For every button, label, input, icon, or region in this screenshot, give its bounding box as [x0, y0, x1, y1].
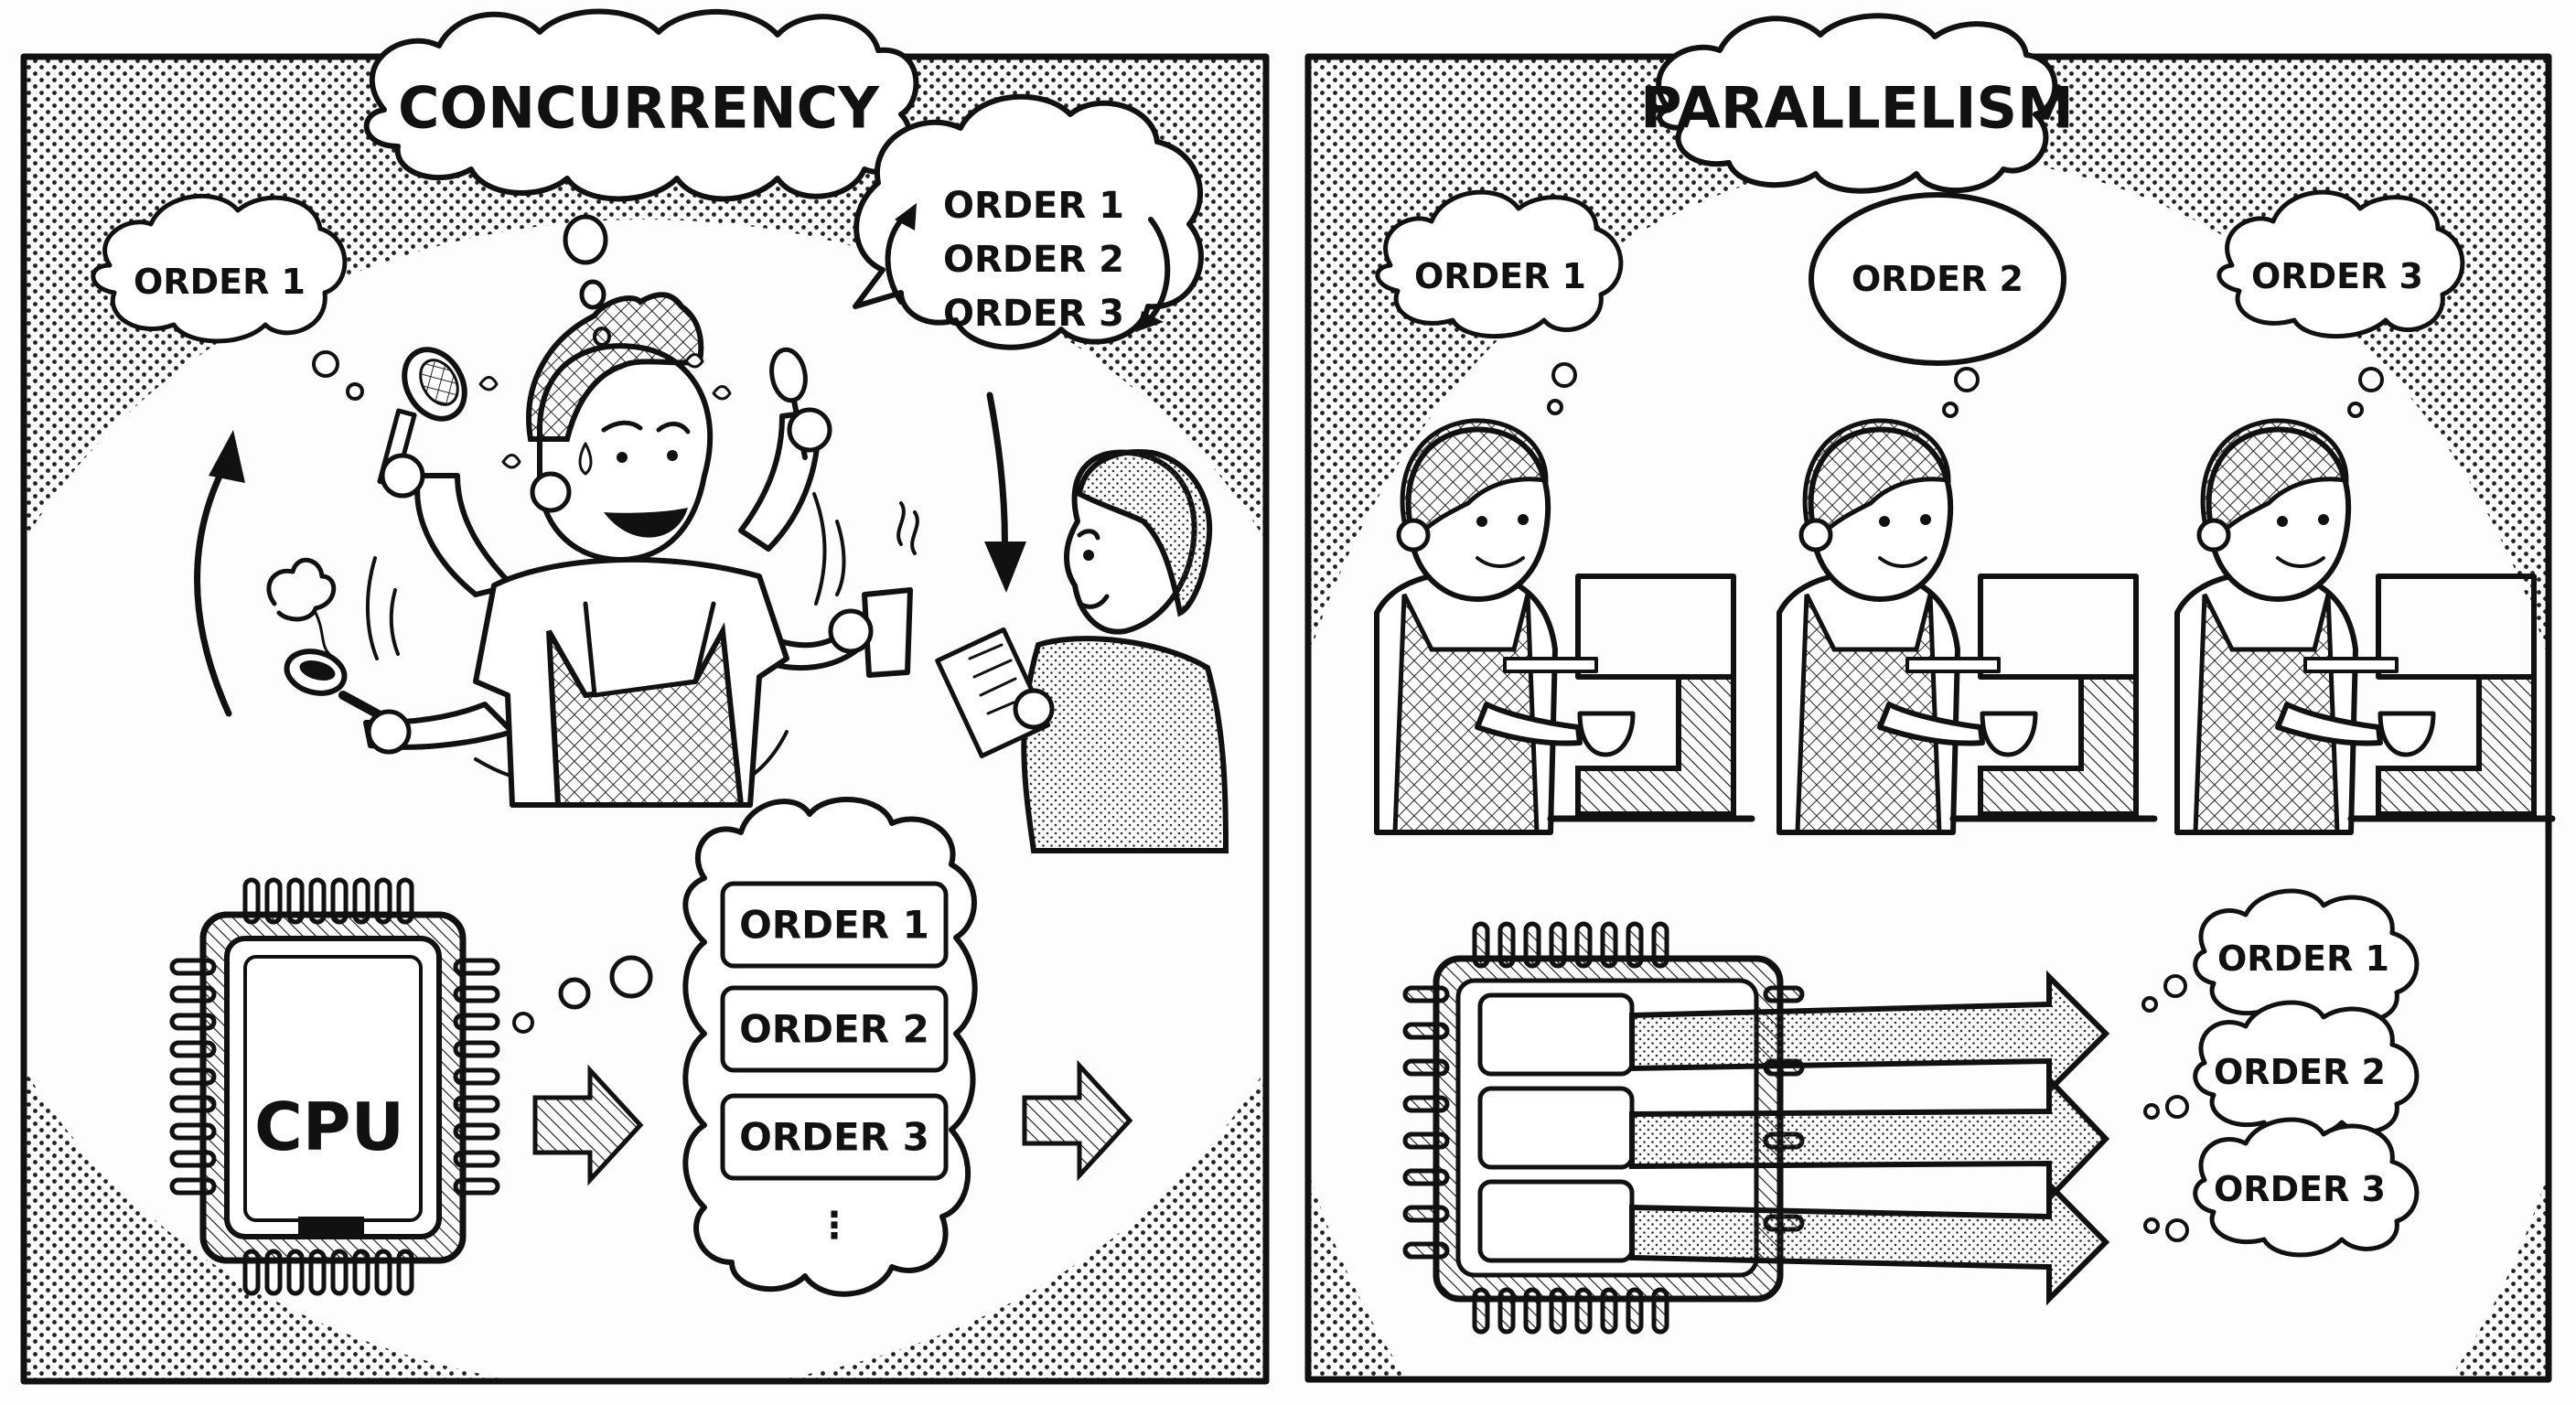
- parallelism-title: PARALLELISM: [1640, 75, 2074, 142]
- portafilter-lower-icon: [284, 649, 412, 755]
- barista-station-3: [2174, 418, 2556, 835]
- juggling-barista: [266, 292, 919, 808]
- barista-thought-cloud-3: ORDER 3: [2216, 189, 2465, 418]
- switch-order-1: ORDER 1: [943, 185, 1124, 227]
- barista-station-2: [1776, 418, 2158, 835]
- cpu-label: CPU: [254, 1089, 404, 1165]
- concurrency-panel: CONCURRENCY ORDER 1 ORDER 1 ORDER 2 ORDE…: [20, 8, 1270, 1385]
- switch-order-3: ORDER 3: [943, 293, 1124, 335]
- cycle-arrow-down-icon: [1138, 311, 1164, 331]
- concurrency-title: CONCURRENCY: [398, 75, 880, 142]
- barista-thought-cloud-2: ORDER 2: [1809, 192, 2066, 418]
- core-output-cloud-2: ORDER 2: [2193, 1000, 2420, 1141]
- switch-order-2: ORDER 2: [943, 239, 1124, 281]
- core-output-order-2: ORDER 2: [2214, 1052, 2386, 1092]
- barista-station-1: [1374, 418, 1755, 835]
- core1-arrow-icon: [1629, 970, 2110, 1098]
- parallel-order-2: ORDER 2: [1852, 259, 2023, 299]
- queue-more-ellipsis: ⋮: [816, 1205, 853, 1247]
- title-cloud: PARALLELISM: [1640, 13, 2074, 194]
- arrow-into-queue-icon: [532, 1064, 644, 1186]
- barista-thought-cloud-1: ORDER 1: [1375, 189, 1624, 415]
- cpu-thought-bubbles: [512, 955, 653, 1034]
- customer-with-order: [935, 449, 1229, 853]
- parallel-order-1: ORDER 1: [1414, 256, 1586, 296]
- core-2: [1477, 1086, 1635, 1170]
- order1-thought-cloud: ORDER 1: [91, 193, 364, 401]
- core-output-order-1: ORDER 1: [2217, 938, 2389, 979]
- loop-arrow-left-icon: [194, 463, 232, 717]
- cpu-chip: CPU: [169, 877, 500, 1296]
- core-1: [1477, 992, 1635, 1077]
- core-output-cloud-3: ORDER 3: [2193, 1117, 2420, 1258]
- arrow-out-of-queue-icon: [1022, 1059, 1133, 1182]
- queue-order-2: ORDER 2: [739, 1007, 929, 1052]
- order1-label: ORDER 1: [134, 262, 306, 302]
- portafilter-icon: [377, 347, 467, 488]
- queue-order-1: ORDER 1: [739, 903, 929, 948]
- parallel-order-3: ORDER 3: [2251, 256, 2423, 296]
- core3-arrow-icon: [1629, 1177, 2110, 1306]
- queue-order-3: ORDER 3: [739, 1115, 929, 1160]
- milk-pitcher-icon: [828, 587, 913, 678]
- core-3: [1477, 1179, 1635, 1263]
- context-switch-cloud: ORDER 1 ORDER 2 ORDER 3: [853, 93, 1204, 350]
- title-cloud: CONCURRENCY: [363, 8, 919, 202]
- core-output-order-3: ORDER 3: [2214, 1169, 2386, 1209]
- parallelism-panel: PARALLELISM ORDER 1 ORDER 2 ORDER 3: [1304, 13, 2556, 1383]
- order-queue-cloud: ORDER 1 ORDER 2 ORDER 3 ⋮: [682, 797, 978, 1297]
- core2-arrow-icon: [1629, 1072, 2110, 1206]
- core-output-cloud-1: ORDER 1: [2193, 888, 2420, 1029]
- cycle-arrow-up-icon: [895, 203, 917, 231]
